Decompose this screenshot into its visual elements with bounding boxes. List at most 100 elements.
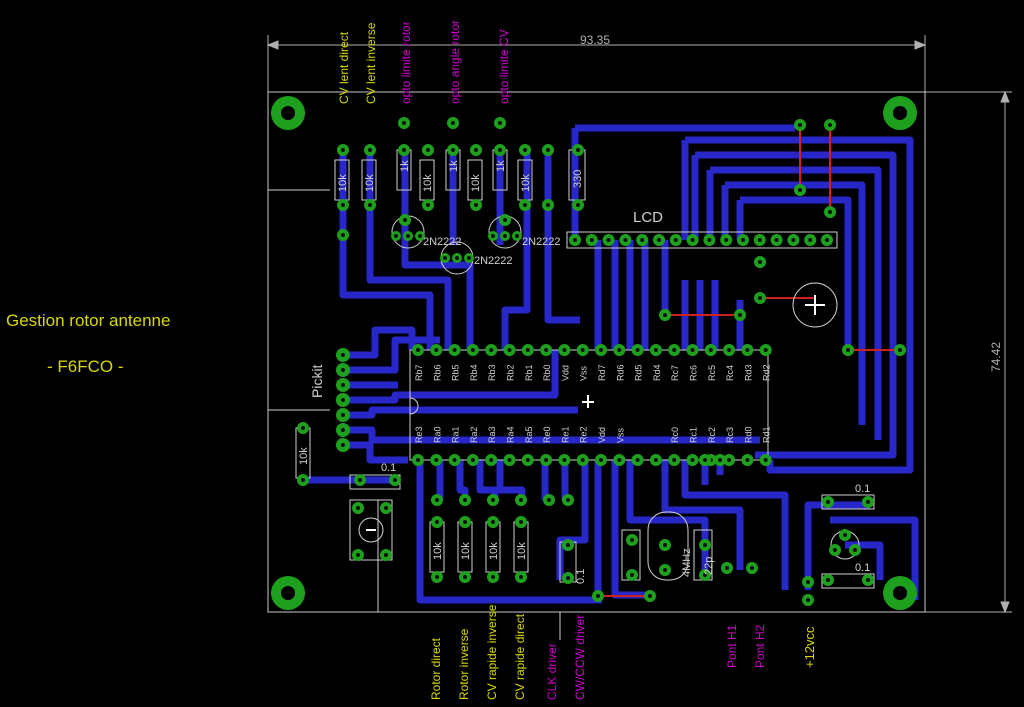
pic-pin-label: Re0 bbox=[542, 426, 552, 443]
resistor-10k-2: 10k bbox=[364, 174, 376, 192]
pad-drill bbox=[599, 348, 603, 352]
pad-drill bbox=[393, 478, 397, 482]
connector-clk-driver: CLK driver bbox=[545, 643, 559, 700]
pad-drill bbox=[503, 218, 507, 222]
pad-drill bbox=[519, 520, 523, 524]
pic-pin-label: Re2 bbox=[579, 426, 589, 443]
pad-drill bbox=[708, 348, 713, 352]
capacitor-01-c: 0.1 bbox=[855, 483, 870, 495]
pad-drill bbox=[763, 348, 768, 352]
pad-drill bbox=[826, 578, 830, 582]
project-title: Gestion rotor antenne bbox=[6, 311, 171, 330]
pic-pin-label: Rc7 bbox=[670, 365, 680, 381]
pic-pin-label: Rd4 bbox=[652, 364, 662, 381]
capacitor-01-d: 0.1 bbox=[855, 562, 870, 574]
pad-drill bbox=[707, 238, 712, 242]
pad-drill bbox=[653, 458, 658, 462]
pad-drill bbox=[403, 218, 407, 222]
resistor-10k-pickit: 10k bbox=[298, 447, 310, 465]
pad-drill bbox=[828, 210, 832, 214]
transistor-2: 2N2222 bbox=[474, 255, 513, 267]
jumper-wires bbox=[598, 125, 900, 597]
width-dimension-value: 93.35 bbox=[580, 33, 610, 47]
pad-drill bbox=[341, 443, 345, 447]
pad-drill bbox=[727, 348, 732, 352]
pad-drill bbox=[580, 348, 585, 352]
pad-drill bbox=[640, 238, 645, 242]
pad-drill bbox=[435, 575, 439, 579]
pad-drill bbox=[435, 520, 439, 524]
pad-drill bbox=[599, 458, 603, 462]
pic-pin-label: Rb1 bbox=[524, 364, 534, 381]
pad-drill bbox=[663, 543, 667, 547]
pad-drill bbox=[866, 500, 870, 504]
pad-drill bbox=[368, 148, 372, 152]
pad-drill bbox=[426, 148, 430, 152]
pad-drill bbox=[703, 573, 707, 577]
pad-drill bbox=[725, 566, 729, 570]
pad-drill bbox=[718, 458, 722, 462]
pad-drill bbox=[589, 238, 594, 242]
pad-drill bbox=[745, 348, 750, 352]
pad-drill bbox=[463, 575, 467, 579]
pad-drill bbox=[826, 500, 830, 504]
connector-opto-limite-rotor: opto limite rotor bbox=[399, 21, 413, 104]
pic-pin-label: Rb6 bbox=[432, 364, 442, 381]
pad-drill bbox=[853, 548, 857, 552]
pad-drill bbox=[525, 348, 530, 352]
resistor-10k-b3: 10k bbox=[488, 542, 500, 560]
pad-drill bbox=[690, 348, 695, 352]
pad-drill bbox=[503, 234, 507, 238]
pad-drill bbox=[489, 458, 494, 462]
pic-pin-label: Rd2 bbox=[762, 364, 772, 381]
pad-drill bbox=[455, 256, 459, 260]
connector-rotor-inverse: Rotor inverse bbox=[457, 628, 471, 700]
pic-pin-label: Rc5 bbox=[707, 365, 717, 381]
pic-pin-label: Rd1 bbox=[762, 426, 772, 443]
pad-drill bbox=[576, 203, 580, 207]
pad-drill bbox=[798, 188, 802, 192]
pad-drill bbox=[757, 238, 762, 242]
pad-drill bbox=[470, 458, 475, 462]
connector-rotor-direct: Rotor direct bbox=[429, 637, 443, 700]
connector-cv-rapide-direct: CV rapide direct bbox=[513, 613, 527, 700]
pad-drill bbox=[489, 348, 494, 352]
transistor-3: 2N2222 bbox=[522, 236, 561, 248]
pad-drill bbox=[435, 498, 439, 502]
pad-drill bbox=[467, 256, 471, 260]
resistor-10k-5: 10k bbox=[520, 174, 532, 192]
pad-drill bbox=[866, 578, 870, 582]
copper-traces bbox=[303, 124, 919, 604]
pic-pin-label: Rb4 bbox=[469, 364, 479, 381]
pad-drill bbox=[566, 543, 570, 547]
transistor-1: 2N2222 bbox=[423, 236, 462, 248]
pad-drill bbox=[341, 413, 345, 417]
connector-pont-h2: Pont H2 bbox=[753, 624, 767, 668]
connector-cv-lent-direct: CV lent direct bbox=[337, 31, 351, 104]
pad-drill bbox=[358, 478, 362, 482]
resistor-10k-4: 10k bbox=[470, 174, 482, 192]
pad-drill bbox=[341, 148, 345, 152]
pad-drill bbox=[828, 123, 832, 127]
component-pads bbox=[297, 117, 906, 606]
pic-pin-label: Rd7 bbox=[597, 364, 607, 381]
pad-drill bbox=[566, 576, 570, 580]
pad-drill bbox=[434, 348, 439, 352]
pic-pin-label: Re1 bbox=[560, 426, 570, 443]
resistor-330: 330 bbox=[572, 170, 584, 188]
pad-drill bbox=[498, 121, 502, 125]
pic-pin-label: Rd0 bbox=[743, 426, 753, 443]
pad-drill bbox=[724, 238, 729, 242]
pad-drill bbox=[630, 538, 634, 542]
pad-drill bbox=[525, 458, 530, 462]
pad-drill bbox=[576, 148, 580, 152]
pad-drill bbox=[368, 203, 372, 207]
resistor-1k-3: 1k bbox=[495, 160, 507, 172]
pic-pin-label: Rb0 bbox=[542, 364, 552, 381]
pic-pin-label: Rb5 bbox=[451, 364, 461, 381]
pad-drill bbox=[544, 458, 549, 462]
pad-drill bbox=[384, 553, 388, 557]
pad-drill bbox=[507, 348, 512, 352]
capacitor-01-b: 0.1 bbox=[575, 569, 587, 584]
